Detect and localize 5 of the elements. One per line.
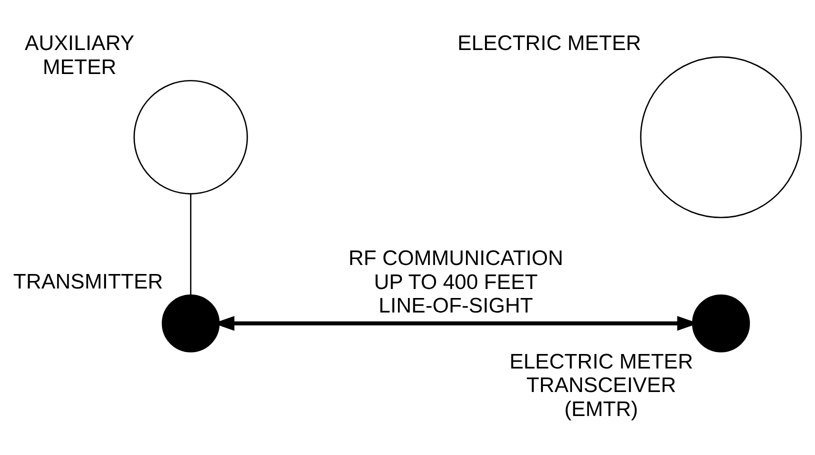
node-label: ELECTRIC METER <box>457 32 642 55</box>
edge-label: RF COMMUNICATION UP TO 400 FEET LINE-OF-SIGHT <box>348 246 564 318</box>
node-label: AUXILIARY METER <box>24 32 134 78</box>
node-label: ELECTRIC METER TRANSCEIVER (EMTR) <box>509 350 694 420</box>
node-label: TRANSMITTER <box>13 270 163 293</box>
